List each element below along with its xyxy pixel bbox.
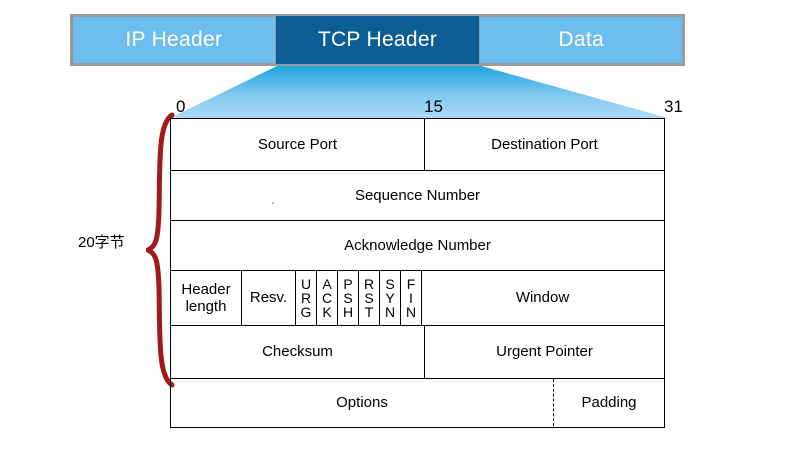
flag-letter: S — [364, 289, 374, 306]
zoom-funnel-shape — [170, 66, 668, 118]
field-label: Checksum — [262, 343, 333, 361]
tcp-header-field-table: Source Port Destination Port Sequence Nu… — [170, 118, 665, 428]
flag-letter: C — [321, 289, 333, 306]
field-label: Options — [336, 393, 388, 411]
flag-letter: P — [343, 275, 353, 292]
field-urgent-pointer[interactable]: Urgent Pointer — [425, 326, 664, 378]
field-reserved[interactable]: Resv. — [242, 271, 296, 325]
field-label: Padding — [581, 393, 637, 411]
field-label: Destination Port — [491, 135, 598, 153]
field-label: Header length — [181, 280, 231, 315]
banner-segment-label: TCP Header — [317, 28, 438, 51]
flag-letter: R — [300, 289, 312, 306]
banner-segment-data[interactable]: Data — [479, 16, 684, 64]
flag-letter: T — [364, 304, 374, 321]
table-row-acknowledge: Acknowledge Number — [171, 221, 664, 271]
table-row-flags: Header length Resv. U R G A C K P S H R … — [171, 271, 664, 326]
table-row-sequence: Sequence Number — [171, 171, 664, 221]
protocol-stack-banner: IP Header TCP Header Data — [70, 14, 685, 66]
flag-letter: N — [405, 304, 417, 321]
field-label: Source Port — [257, 135, 338, 153]
field-options[interactable]: Options — [171, 379, 554, 426]
flag-letter: K — [322, 304, 332, 321]
flag-letter: S — [385, 275, 395, 292]
scan-artifact-dot — [272, 202, 274, 204]
field-label: Resv. — [249, 289, 288, 307]
field-checksum[interactable]: Checksum — [171, 326, 425, 378]
flag-ack[interactable]: A C K — [317, 271, 338, 325]
flag-letter: A — [322, 275, 332, 292]
field-window[interactable]: Window — [422, 271, 663, 325]
table-row-checksum: Checksum Urgent Pointer — [171, 326, 664, 379]
flag-letter: N — [384, 304, 396, 321]
twenty-byte-label: 20字节 — [78, 234, 125, 251]
flag-letter: R — [363, 275, 375, 292]
field-header-length[interactable]: Header length — [171, 271, 242, 325]
flag-fin[interactable]: F I N — [401, 271, 422, 325]
banner-segment-tcp-header[interactable]: TCP Header — [275, 16, 480, 64]
twenty-byte-brace-icon — [146, 112, 175, 388]
flag-letter: S — [343, 289, 353, 306]
field-sequence-number[interactable]: Sequence Number — [171, 171, 664, 220]
field-label: Urgent Pointer — [496, 343, 593, 361]
flag-urg[interactable]: U R G — [296, 271, 317, 325]
field-source-port[interactable]: Source Port — [171, 119, 425, 170]
field-label: Window — [515, 289, 570, 307]
table-row-ports: Source Port Destination Port — [171, 119, 664, 171]
bit-marker-31: 31 — [664, 97, 683, 116]
flag-syn[interactable]: S Y N — [380, 271, 401, 325]
field-destination-port[interactable]: Destination Port — [425, 119, 664, 170]
flag-letter: Y — [385, 289, 395, 306]
flag-psh[interactable]: P S H — [338, 271, 359, 325]
banner-segment-ip-header[interactable]: IP Header — [72, 16, 276, 64]
table-row-options: Options Padding — [171, 379, 664, 426]
field-label: Acknowledge Number — [344, 236, 491, 254]
flag-letter: F — [406, 275, 416, 292]
bit-marker-0: 0 — [176, 97, 186, 116]
bit-marker-15: 15 — [424, 97, 443, 116]
flag-letter: G — [300, 304, 312, 321]
flag-letter: I — [409, 289, 413, 306]
field-padding[interactable]: Padding — [554, 379, 664, 426]
banner-segment-label: Data — [558, 28, 604, 51]
field-acknowledge-number[interactable]: Acknowledge Number — [171, 221, 664, 270]
field-label: Sequence Number — [354, 186, 481, 204]
flag-letter: U — [300, 275, 312, 292]
flag-rst[interactable]: R S T — [359, 271, 380, 325]
flag-letter: H — [342, 304, 354, 321]
banner-segment-label: IP Header — [125, 28, 223, 51]
